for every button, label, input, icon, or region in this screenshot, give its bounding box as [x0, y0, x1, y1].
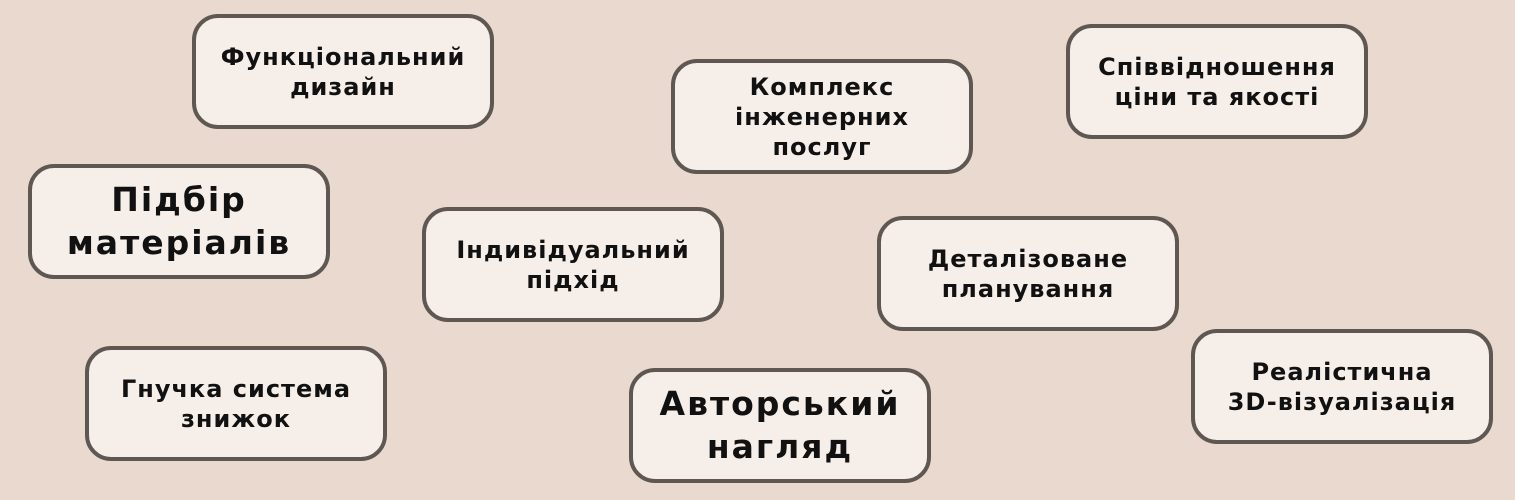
- box-discount-system: Гнучка система знижок: [85, 346, 387, 461]
- box-engineering-services: Комплекс інженерних послуг: [671, 59, 973, 174]
- box-label: Комплекс інженерних послуг: [735, 72, 909, 161]
- box-price-quality: Співвідношення ціни та якості: [1066, 24, 1368, 139]
- box-label: Авторський нагляд: [659, 383, 901, 466]
- box-label: Гнучка система знижок: [120, 374, 352, 433]
- box-author-supervision: Авторський нагляд: [629, 368, 931, 483]
- box-individual-approach: Індивідуальний підхід: [422, 207, 724, 322]
- box-detailed-planning: Деталізоване планування: [877, 216, 1179, 331]
- box-label: Функціональний дизайн: [220, 42, 466, 101]
- box-label: Індивідуальний підхід: [456, 235, 690, 294]
- box-label: Деталізоване планування: [927, 244, 1129, 303]
- box-label: Підбір матеріалів: [66, 179, 292, 262]
- box-label: Співвідношення ціни та якості: [1098, 52, 1336, 111]
- box-materials-selection: Підбір матеріалів: [28, 164, 330, 279]
- box-label: Реалістична 3D-візуалізація: [1227, 357, 1457, 416]
- box-functional-design: Функціональний дизайн: [192, 14, 494, 129]
- box-3d-visualization: Реалістична 3D-візуалізація: [1191, 329, 1493, 444]
